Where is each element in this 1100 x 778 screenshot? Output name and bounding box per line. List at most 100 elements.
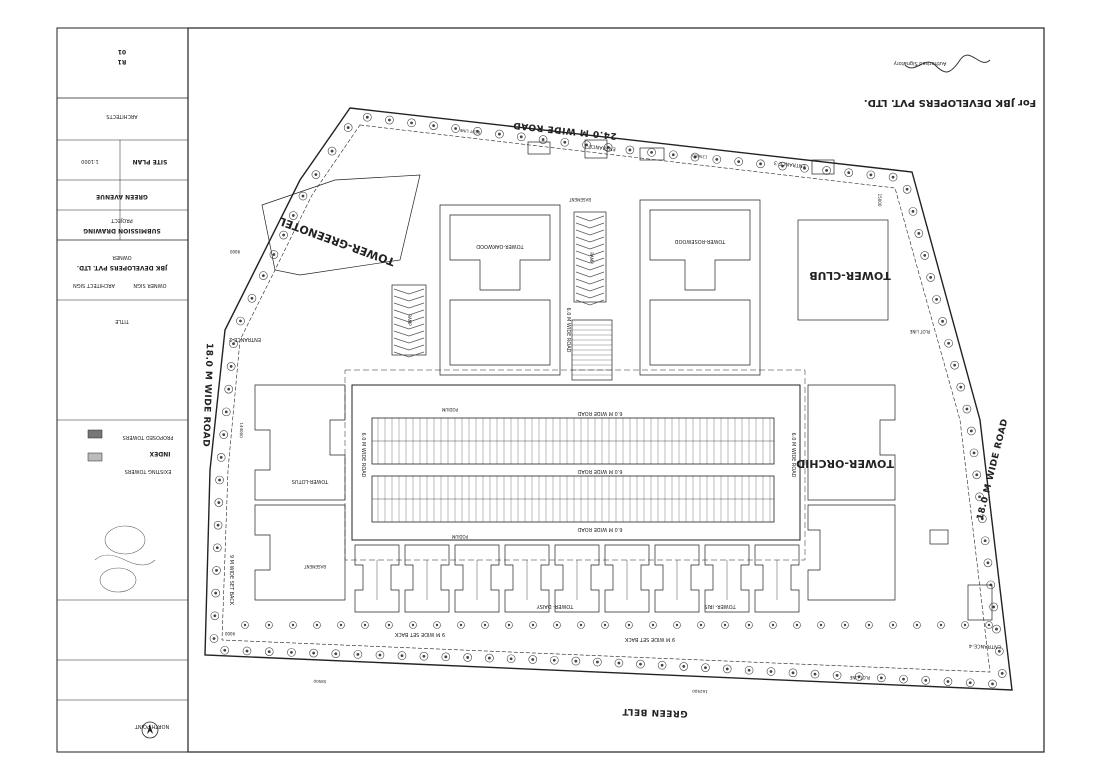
tree-icon (485, 653, 494, 663)
ramp-chevron (575, 229, 605, 236)
title-label: TITLE (115, 318, 130, 324)
tree-icon (463, 653, 472, 662)
tree-icon (212, 543, 222, 553)
ramp-chevron (393, 295, 425, 302)
tree-icon (343, 123, 353, 132)
tree-icon (668, 150, 678, 160)
tree-icon (213, 520, 223, 530)
tree-icon (397, 651, 407, 660)
tree-icon (216, 453, 226, 462)
tree-icon (938, 317, 947, 326)
tree-icon (962, 404, 972, 414)
tree-icon (956, 382, 966, 392)
tree-icon (734, 157, 743, 166)
tree-icon (603, 143, 613, 152)
tree-icon (888, 172, 898, 182)
ramp-label-a: RAMP (589, 252, 594, 264)
tree-icon (647, 148, 656, 157)
bottom-tower-outline (404, 544, 450, 613)
bottom-tower-outline (654, 544, 700, 613)
tree-icon (264, 647, 274, 656)
ramp-chevron (575, 257, 605, 264)
owner-sign-label: OWNER SIGN (133, 282, 166, 288)
basement-label-a: BASEMENT (568, 197, 591, 202)
tree-icon (810, 669, 820, 679)
tree-icon (309, 648, 318, 658)
ramp-chevron (393, 309, 425, 316)
tower-greenotel-label: TOWER-GREENOTEL (277, 214, 397, 268)
bottom-tower-outline (604, 544, 650, 613)
tree-icon (553, 621, 561, 629)
ramp-chevron (575, 250, 605, 257)
tree-icon (331, 649, 341, 659)
tree-icon (214, 498, 224, 507)
architects-label: ARCHITECTS (106, 113, 137, 119)
internal-road-label-c: 6.0 M WIDE ROAD (577, 526, 622, 532)
tree-icon (219, 430, 229, 439)
signature-company: For JBK DEVELOPERS PVT. LTD. (864, 97, 1036, 108)
tree-icon (337, 621, 345, 629)
ramp-chevron (575, 264, 605, 271)
tower-orchid-label: TOWER-ORCHID (796, 457, 894, 470)
trees-layer (209, 112, 1007, 689)
road-left-label: 18.0 M WIDE ROAD (200, 343, 214, 448)
tree-icon (822, 166, 831, 175)
tree-icon (550, 655, 559, 665)
entrance-4-label: ENTRANCE-4 (969, 642, 1001, 649)
tower-daisy-label: TOWER- DAISY (536, 603, 575, 609)
tree-icon (265, 621, 273, 629)
tree-icon (481, 621, 489, 629)
tree-icon (210, 611, 220, 621)
tree-icon (212, 566, 221, 575)
tree-icon (961, 621, 969, 629)
ramp-label-b: RAMP (407, 314, 412, 326)
drawing-no-value: 01 (118, 48, 126, 55)
internal-road-label-f: 6.0 M WIDE ROAD (565, 307, 571, 352)
parking-stalls (377, 324, 771, 522)
tree-icon (920, 251, 930, 260)
ramp-chevron (575, 285, 605, 292)
setback-label-b: 9 M WIDE SET BACK (624, 636, 675, 642)
bottom-tower-outline (704, 544, 750, 613)
north-point-label: NORTH POINT (134, 723, 169, 729)
plot-line-label-c: PLOT LINE (849, 675, 870, 680)
tree-icon (950, 360, 959, 370)
tree-icon (313, 621, 321, 629)
tree-icon (247, 294, 257, 303)
podium-label-a: PODIUM (441, 407, 458, 412)
tree-icon (457, 621, 465, 629)
tree-icon (429, 121, 438, 130)
tree-icon (997, 669, 1007, 678)
setback-label-c: 9 M WIDE SET BACK (228, 555, 234, 606)
ramp-chevron (575, 222, 605, 229)
tower-lotus-label: TOWER-LOTUS (292, 478, 330, 484)
tree-icon (866, 170, 876, 180)
central-parking (371, 417, 775, 523)
ramp-chevron (393, 344, 425, 351)
tower-blocks-bottom (354, 544, 800, 613)
ramp-chevron (393, 288, 425, 295)
tree-icon (967, 426, 976, 436)
tree-icon (899, 674, 908, 684)
tree-icon (506, 654, 516, 664)
tree-icon (745, 621, 753, 629)
bottom-tower-outline (554, 544, 600, 613)
ramp-chevron (393, 316, 425, 323)
tree-icon (995, 646, 1004, 656)
tree-icon (259, 271, 268, 280)
revision-value: R1 (118, 58, 127, 65)
project-value: SUBMISSION DRAWING (83, 227, 161, 234)
tree-icon (625, 621, 633, 629)
existing-towers-swatch (87, 452, 103, 462)
owner-value: JBK DEVELOPERS PVT. LTD. (77, 264, 168, 271)
north-arrow-icon (141, 721, 159, 739)
internal-road-label-e: 6.0 M WIDE ROAD (790, 432, 796, 477)
tree-icon (989, 602, 998, 612)
tree-icon (649, 621, 657, 629)
internal-road-label-d: 6.0 M WIDE ROAD (360, 432, 366, 477)
tree-icon (722, 664, 732, 674)
tree-icon (980, 536, 990, 546)
plot-line-label-a: PLOT LINE (459, 128, 480, 135)
tree-icon (224, 384, 234, 394)
entrance-2-label: ENTRANCE-2 (229, 336, 261, 342)
